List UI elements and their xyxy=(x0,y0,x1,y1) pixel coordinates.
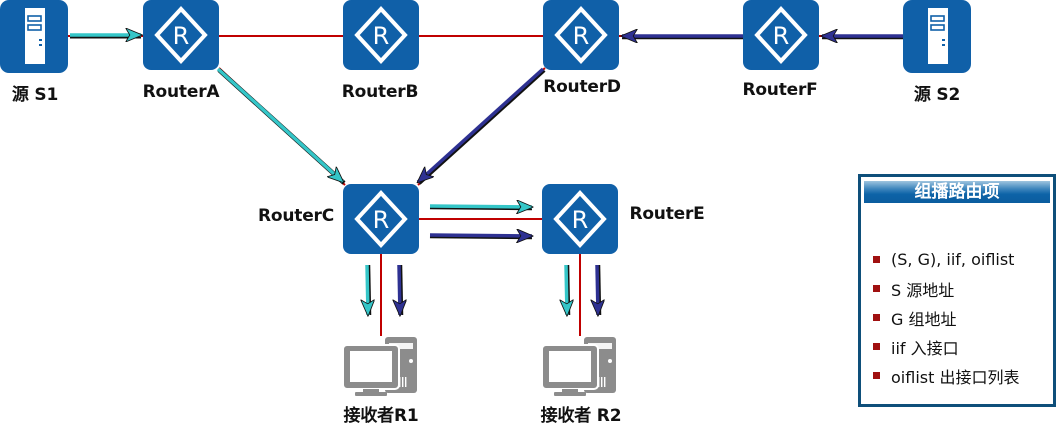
legend-item: (S, G), iif, oiflist xyxy=(873,245,1019,274)
legend-item-text: oiflist 出接口列表 xyxy=(891,367,1020,387)
bullet-square-icon xyxy=(873,372,880,379)
legend-item-text: S 源地址 xyxy=(891,280,955,300)
legend-item: oiflist 出接口列表 xyxy=(873,361,1019,390)
flow-arrow-routerc-to-r1-blue xyxy=(399,264,400,315)
legend-item: S 源地址 xyxy=(873,274,1019,303)
receiver-r1-label: 接收者R1 xyxy=(343,406,419,426)
router-a-icon[interactable] xyxy=(141,0,221,72)
legend-item: G 组地址 xyxy=(873,303,1019,332)
receiver-r2-label: 接收者 R2 xyxy=(540,406,622,426)
receiver-r1-pc-icon[interactable] xyxy=(342,336,418,397)
flows xyxy=(70,35,903,315)
receiver-r2-pc-icon[interactable] xyxy=(541,336,617,397)
router-f-label: RouterF xyxy=(742,80,818,100)
flow-arrow-routerd-to-routerc xyxy=(418,67,545,182)
legend-item: iif 入接口 xyxy=(873,332,1019,361)
router-e-label: RouterE xyxy=(629,204,705,224)
legend-item-text: (S, G), iif, oiflist xyxy=(891,250,1015,269)
source-s2-server-icon[interactable] xyxy=(902,0,972,74)
bullet-square-icon xyxy=(873,285,880,292)
legend-item-text: G 组地址 xyxy=(891,309,957,329)
source-s2-label: 源 S2 xyxy=(913,85,961,105)
flow-arrow-routerc-to-routere-blue xyxy=(429,235,532,236)
flow-arrow-routere-to-r2-blue xyxy=(597,264,598,315)
router-b-label: RouterB xyxy=(341,82,419,102)
flow-arrow-routerc-to-routere-cyan xyxy=(429,206,532,207)
router-d-label: RouterD xyxy=(543,77,621,97)
source-s1-server-icon[interactable] xyxy=(0,0,69,74)
multicast-route-entry-legend: 组播路由项 (S, G), iif, oiflist S 源地址 G 组地址 i… xyxy=(858,174,1056,407)
legend-title: 组播路由项 xyxy=(864,181,1050,203)
router-b-icon[interactable] xyxy=(341,0,421,72)
flow-arrow-routera-to-routerc xyxy=(216,67,343,182)
bullet-square-icon xyxy=(873,343,880,350)
source-s1-label: 源 S1 xyxy=(11,85,59,105)
bullet-square-icon xyxy=(873,314,880,321)
flow-arrow-routerc-to-r1-cyan xyxy=(367,264,368,315)
bullet-square-icon xyxy=(873,256,880,263)
router-c-label: RouterC xyxy=(258,206,334,226)
flow-arrow-routere-to-r2-cyan xyxy=(566,264,567,315)
router-a-label: RouterA xyxy=(142,82,220,102)
router-d-icon[interactable] xyxy=(541,0,621,72)
router-e-icon[interactable] xyxy=(540,182,620,256)
router-c-icon[interactable] xyxy=(341,182,421,256)
router-f-icon[interactable] xyxy=(741,0,821,72)
legend-list: (S, G), iif, oiflist S 源地址 G 组地址 iif 入接口… xyxy=(873,245,1019,390)
legend-item-text: iif 入接口 xyxy=(891,338,959,358)
